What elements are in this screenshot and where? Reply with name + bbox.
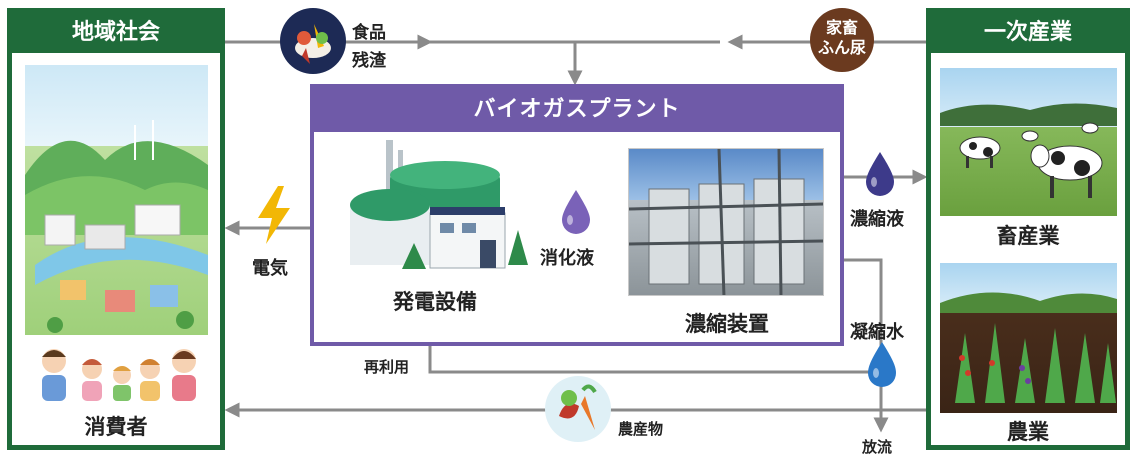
- concentrator-machinery-icon: [629, 149, 823, 295]
- manure-label-2: ふん尿: [817, 38, 866, 57]
- reuse-arrow: [422, 328, 875, 374]
- cow-icon: [940, 103, 1117, 198]
- family-icon: [42, 349, 196, 401]
- town-scene-icon: [25, 120, 208, 333]
- concentrator-photo: [628, 148, 824, 296]
- power-facility-label: 発電設備: [393, 290, 477, 314]
- food-residue-label-1: 食品: [352, 23, 386, 43]
- electricity-label: 電気: [252, 258, 288, 279]
- community-title: 地域社会: [12, 13, 220, 53]
- food-residue-label-2: 残渣: [352, 51, 386, 71]
- crops-icon: [940, 292, 1117, 403]
- consumer-label: 消費者: [84, 415, 148, 439]
- biogas-plant-title: バイオガスプラント: [314, 88, 840, 132]
- digestate-label: 消化液: [540, 248, 594, 269]
- food-residue-icon: [280, 8, 346, 74]
- manure-label-1: 家畜: [825, 18, 858, 37]
- discharge-label: 放流: [862, 438, 893, 456]
- manure-badge: 家畜 ふん尿: [810, 8, 874, 72]
- digestate-drop-icon: [562, 190, 590, 234]
- town-illustration: [25, 65, 208, 335]
- condensate-drop-icon: [868, 342, 896, 387]
- lightning-icon: [258, 186, 290, 244]
- produce-label: 農産物: [618, 420, 664, 438]
- agriculture-label: 農業: [1007, 420, 1049, 444]
- condensate-line: [843, 258, 883, 380]
- concentrator-label: 濃縮装置: [685, 312, 769, 336]
- community-panel: 地域社会: [7, 8, 225, 450]
- livestock-label: 畜産業: [996, 224, 1060, 248]
- agriculture-photo: [940, 263, 1117, 413]
- concentrate-label: 濃縮液: [850, 209, 904, 230]
- produce-icon: [545, 376, 611, 442]
- concentrate-drop-icon: [866, 152, 894, 196]
- primary-industry-title: 一次産業: [931, 13, 1125, 53]
- reuse-label: 再利用: [364, 358, 410, 376]
- primary-industry-panel: 一次産業 畜産業 農業: [926, 8, 1130, 450]
- livestock-photo: [940, 68, 1117, 216]
- power-facility-icon: [350, 140, 528, 269]
- condensate-label: 凝縮水: [850, 322, 904, 343]
